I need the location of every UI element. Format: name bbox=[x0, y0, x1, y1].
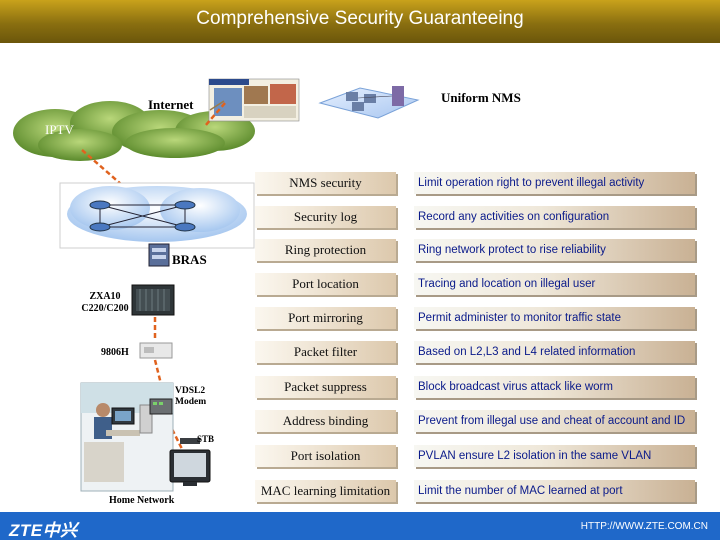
zxa10-label: ZXA10 C220/C200 bbox=[81, 291, 129, 314]
core-network-cloud bbox=[59, 182, 255, 249]
feature-name: Port isolation bbox=[255, 445, 396, 467]
internet-label: Internet bbox=[148, 97, 194, 112]
feature-name: Security log bbox=[255, 206, 396, 228]
title-bar: Comprehensive Security Guaranteeing bbox=[0, 0, 720, 43]
stb-label: STB bbox=[197, 434, 215, 444]
zte-logo: ZTE中兴 bbox=[9, 521, 78, 540]
feature-desc: Limit operation right to prevent illegal… bbox=[414, 172, 695, 194]
feature-name: Packet filter bbox=[255, 341, 396, 363]
feature-name: NMS security bbox=[255, 172, 396, 194]
feature-desc: Record any activities on configuration bbox=[414, 206, 695, 228]
footer-url-link[interactable]: HTTP://WWW.ZTE.COM.CN bbox=[580, 521, 708, 532]
internet-image bbox=[208, 78, 300, 122]
feature-name: Packet suppress bbox=[255, 376, 396, 398]
iptv-label: IPTV bbox=[45, 122, 74, 137]
vdsl2-modem-label: VDSL2 Modem bbox=[175, 386, 207, 407]
uniform-nms-label: Uniform NMS bbox=[441, 90, 521, 105]
feature-desc: Ring network protect to rise reliability bbox=[414, 239, 695, 261]
feature-desc: Limit the number of MAC learned at port bbox=[414, 480, 695, 502]
footer-bar: ZTE中兴 HTTP://WWW.ZTE.COM.CN bbox=[0, 512, 720, 540]
internet-cloud bbox=[13, 101, 255, 161]
feature-desc: Tracing and location on illegal user bbox=[414, 273, 695, 295]
bras-label: BRAS bbox=[172, 252, 207, 267]
nms-platform bbox=[318, 86, 420, 119]
feature-name: Port location bbox=[255, 273, 396, 295]
feature-name: Address binding bbox=[255, 410, 396, 432]
feature-name: Ring protection bbox=[255, 239, 396, 261]
feature-desc: PVLAN ensure L2 isolation in the same VL… bbox=[414, 445, 695, 467]
bras-device bbox=[148, 243, 170, 267]
s9806h-label: 9806H bbox=[101, 347, 129, 358]
feature-desc: Block broadcast virus attack like worm bbox=[414, 376, 695, 398]
feature-desc: Permit administer to monitor traffic sta… bbox=[414, 307, 695, 329]
s9806h-device bbox=[139, 342, 173, 359]
feature-desc: Based on L2,L3 and L4 related informatio… bbox=[414, 341, 695, 363]
feature-name: MAC learning limitation bbox=[255, 480, 396, 502]
stb-tv-device bbox=[169, 438, 211, 486]
zxa10-device bbox=[131, 284, 175, 316]
page-title: Comprehensive Security Guaranteeing bbox=[196, 8, 524, 29]
vdsl2-modem-device bbox=[149, 398, 173, 415]
feature-desc: Prevent from illegal use and cheat of ac… bbox=[414, 410, 695, 432]
feature-name: Port mirroring bbox=[255, 307, 396, 329]
home-network-label: Home Network bbox=[109, 495, 175, 506]
